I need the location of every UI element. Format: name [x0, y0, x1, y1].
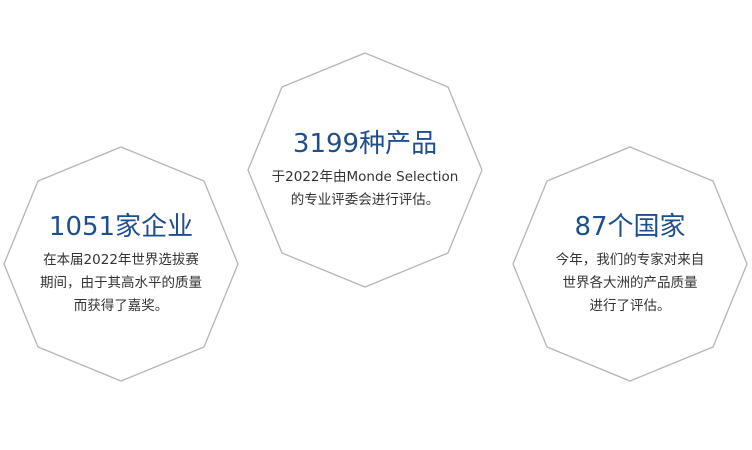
stat-headline: 87个国家	[574, 211, 686, 242]
stat-description-line: 期间，由于其高水平的质量	[40, 274, 202, 291]
octagon-outline-icon	[512, 146, 748, 382]
stat-description-line: 今年，我们的专家对来自	[555, 251, 705, 268]
stat-products: 3199种产品 于2022年由Monde Selection 的专业评委会进行评…	[247, 52, 483, 288]
stat-countries: 87个国家 今年，我们的专家对来自 世界各大洲的产品质量 进行了评估。	[512, 146, 748, 382]
stat-description-line: 的专业评委会进行评估。	[290, 192, 440, 208]
stat-description-line: 而获得了嘉奖。	[73, 297, 169, 314]
stat-headline: 1051家企业	[48, 211, 194, 242]
octagon-outline-icon	[3, 146, 239, 382]
stat-description-line: 世界各大洲的产品质量	[562, 274, 698, 291]
stat-companies: 1051家企业 在本届2022年世界选拔赛 期间，由于其高水平的质量 而获得了嘉…	[3, 146, 239, 382]
stat-description-line: 在本届2022年世界选拔赛	[43, 251, 199, 268]
stat-description-line: 进行了评估。	[589, 297, 671, 314]
stat-description-line: 于2022年由Monde Selection	[271, 169, 459, 185]
octagon-outline-icon	[247, 52, 483, 288]
stat-headline: 3199种产品	[292, 129, 438, 159]
